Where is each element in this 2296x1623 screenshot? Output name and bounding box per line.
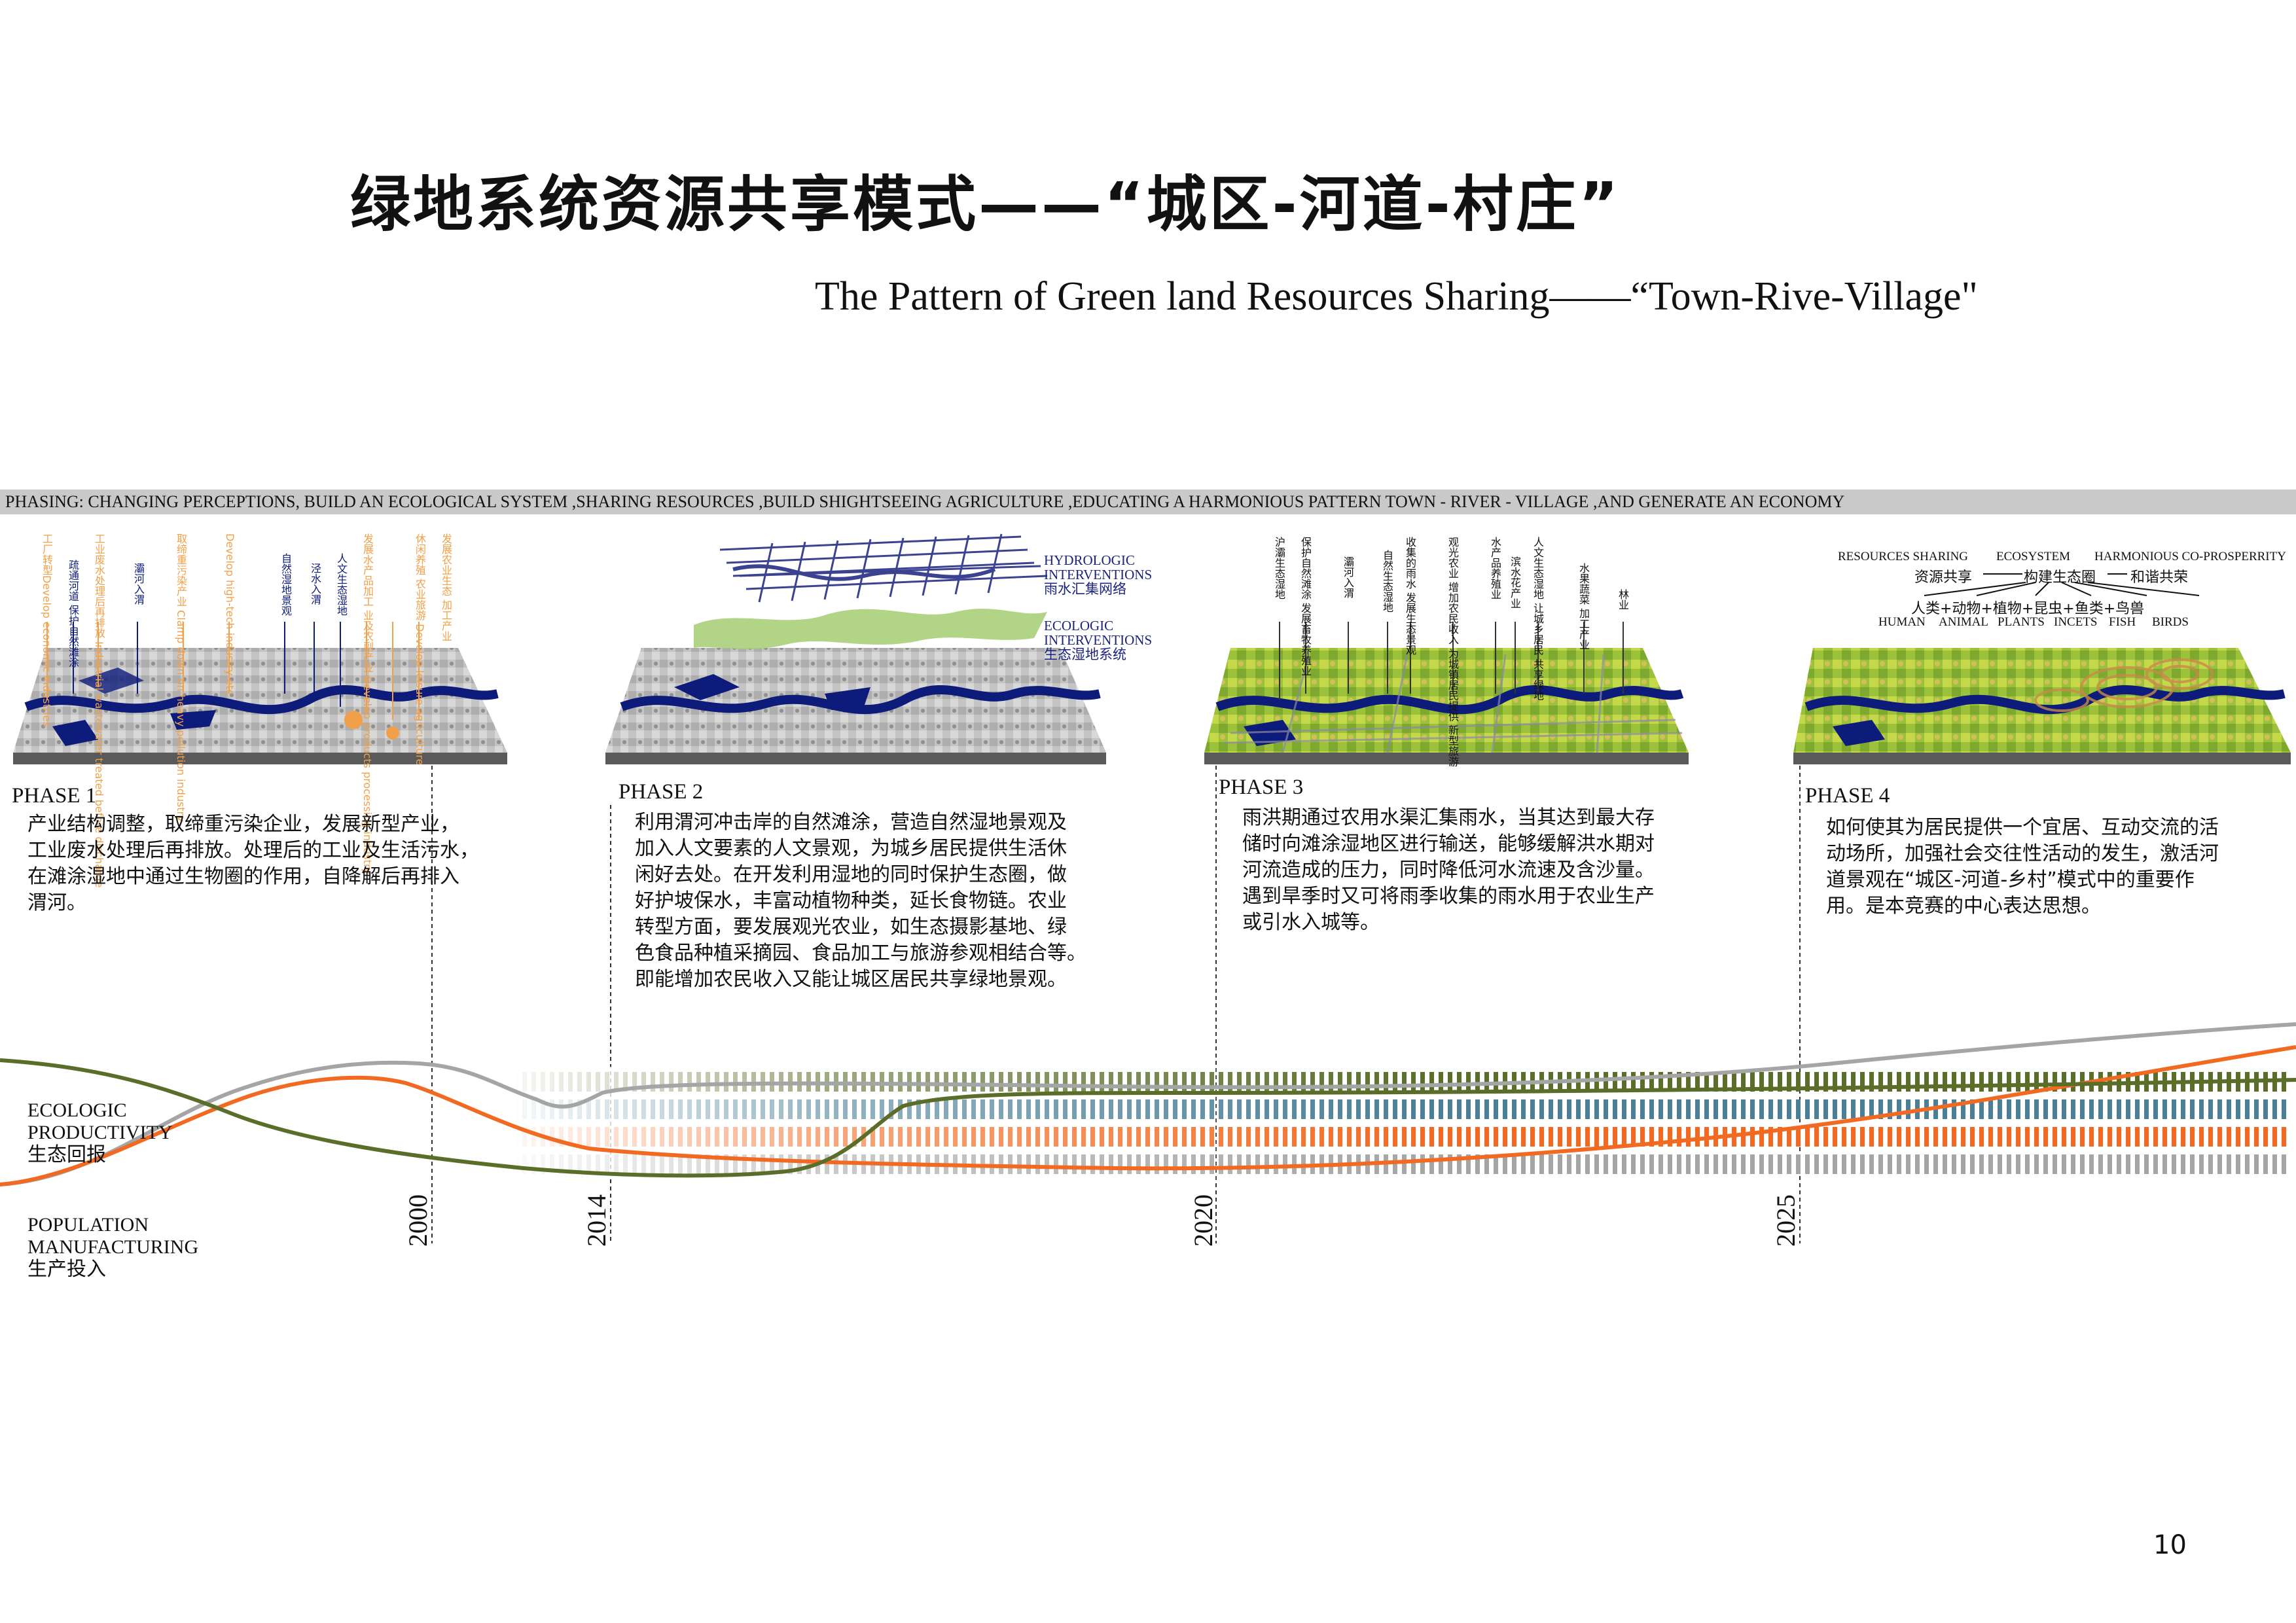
phase3-anno-7: 水产品养殖业: [1489, 537, 1501, 599]
phase3-anno-5: 收集的雨水 发展生态景观: [1404, 537, 1416, 656]
phase4-label-human: HUMAN: [1878, 615, 1926, 629]
curve-gray: [0, 1022, 2296, 1186]
phase1-line: 在滩涂湿地中通过生物圈的作用，自降解后再排入: [27, 865, 459, 888]
phase2-line: 利用渭河冲击岸的自然滩涂，营造自然湿地景观及: [635, 811, 1067, 834]
page-title-chinese: 绿地系统资源共享模式——“城区-河道-村庄”: [350, 169, 1621, 240]
phase1-anno-orange-3: 工业废水处理后再排放 Industrial wastewater treated…: [93, 533, 105, 888]
phase3-line: 储时向滩涂湿地区进行输送，能够缓解洪水期对: [1242, 832, 1655, 855]
phase2-map: [605, 533, 1106, 764]
phase1-line: 产业结构调整，取缔重污染企业，发展新型产业，: [27, 813, 459, 836]
phase4-label-ecosystem: ECOSYSTEM: [1996, 550, 2070, 563]
phase1-anno-orange-5: Develop high-tech industry etc.: [224, 533, 236, 699]
phase4-label-cn-1: 资源共享: [1914, 569, 1973, 586]
phase1-anno-blue-2: 自然湿地景观: [279, 553, 292, 616]
phase3-line: 雨洪期通过农用水渠汇集雨水，当其达到最大存: [1242, 806, 1655, 829]
phase3-anno-4: 自然生态湿地: [1381, 550, 1393, 613]
phase2-line: 转型方面，要发展观光农业，如生态摄影基地、绿: [635, 916, 1067, 938]
hydrologic-label-line2: INTERVENTIONS: [1044, 567, 1153, 582]
phase4-label: PHASE 4: [1805, 784, 1890, 808]
phase2-line: 即能增加农民收入又能让城区居民共享绿地景观。: [635, 968, 1067, 991]
phase3-line: 河流造成的压力，同时降低河水流速及含沙量。: [1242, 859, 1655, 882]
phase4-label-species-cn: 人类+动物+植物+昆虫+鱼类+鸟兽: [1911, 601, 2145, 617]
legend-population-line2: MANUFACTURING: [27, 1236, 199, 1258]
phase3-anno-10: 水果蔬菜 加工产业: [1577, 563, 1590, 651]
phase2-line: 加入人文要素的人文景观，为城乡居民提供生活休: [635, 837, 1067, 860]
phase1-anno-blue-3: 泾水入渭: [309, 563, 321, 605]
phase1-label: PHASE 1: [12, 784, 97, 808]
phase1-description: 产业结构调整，取缔重污染企业，发展新型产业， 工业废水处理后再排放。处理后的工业…: [27, 812, 538, 916]
phase4-line: 道景观在“城区-河道-乡村”模式中的重要作: [1826, 868, 2195, 891]
legend-ecologic-line2: PRODUCTIVITY: [27, 1122, 173, 1143]
legend-ecologic-cn: 生态回报: [27, 1143, 106, 1166]
phase4-label-harmonious: HARMONIOUS CO-PROSPERRITY: [2094, 550, 2286, 563]
phase4-label-incets: INCETS: [2054, 615, 2098, 629]
phase1-anno-orange-4: 取缔重污染产业 Clamp down on heavy pollution in…: [175, 533, 187, 822]
phase4-line: 如何使其为居民提供一个宜居、互动交流的活: [1826, 816, 2219, 839]
legend-population-line1: POPULATION: [27, 1214, 149, 1236]
phase3-line: 遇到旱季时又可将雨季收集的雨水用于农业生产: [1242, 885, 1655, 908]
phase1-map: [13, 648, 507, 764]
phase1-anno-orange-2: 疏通河道 保护自然滩涂: [67, 560, 79, 668]
phase4-label-resources-sharing: RESOURCES SHARING: [1838, 550, 1969, 563]
phase3-label: PHASE 3: [1219, 776, 1304, 799]
year-label-2014: 2014: [582, 1194, 611, 1247]
phase3-line: 或引水入城等。: [1242, 911, 1380, 934]
phase1-anno-blue-1: 灞河入渭: [132, 563, 145, 605]
page-title-english: The Pattern of Green land Resources Shar…: [815, 274, 1978, 319]
curve-orange: [0, 1045, 2296, 1186]
ecologic-label-cn: 生态湿地系统: [1044, 647, 1126, 662]
phase4-label-birds: BIRDS: [2152, 615, 2189, 629]
legend-population-cn: 生产投入: [27, 1258, 106, 1281]
phase3-anno-9: 人文生态湿地 让城乡居民 共享绿地: [1532, 537, 1544, 701]
phase1-leader-lines: [46, 622, 420, 720]
phase1-anno-orange-6: 发展水产品加工 业及农副产业 Develop products processi…: [361, 533, 374, 874]
phase1-anno-orange-7: 休闲养殖 农业旅游 Develop leisure agriculture: [414, 533, 426, 766]
page-number: 10: [2153, 1530, 2187, 1560]
phase2-line: 好护坡保水，丰富动植物种类，延长食物链。农业: [635, 889, 1067, 912]
phase3-anno-2: 保护自然滩涂 发展畜牧养殖业: [1299, 537, 1312, 677]
phase1-anno-blue-4: 人文生态湿地: [335, 553, 348, 616]
phasing-banner-text: PHASING: CHANGING PERCEPTIONS, BUILD AN …: [5, 492, 1845, 511]
phase2-label: PHASE 2: [619, 780, 704, 804]
phase4-label-fish: FISH: [2109, 615, 2136, 629]
phase3-description: 雨洪期通过农用水渠汇集雨水，当其达到最大存 储时向滩涂湿地区进行输送，能够缓解洪…: [1242, 805, 1740, 936]
phase1-anno-orange-8: 发展农业生态 加工产业: [440, 533, 452, 642]
phase3-anno-3: 灞河入渭: [1342, 556, 1354, 598]
phase4-label-animal: ANIMAL: [1939, 615, 1988, 629]
phase3-anno-1: 沪灞生态湿地: [1273, 537, 1285, 599]
year-label-2020: 2020: [1189, 1194, 1218, 1247]
phase3-anno-11: 林业: [1617, 589, 1629, 610]
phase4-label-cn-2: 构建生态圈: [2024, 569, 2096, 586]
phasing-banner: [0, 490, 2296, 514]
phase3-anno-6: 观光农业 增加农民收入 为城镇居民提供 新型旅游: [1446, 537, 1459, 767]
year-label-2000: 2000: [403, 1194, 433, 1247]
ecologic-label-line2: INTERVENTIONS: [1044, 632, 1153, 648]
phase4-description: 如何使其为居民提供一个宜居、互动交流的活 动场所，加强社会交往性活动的发生，激活…: [1826, 815, 2296, 919]
phase1-line: 工业废水处理后再排放。处理后的工业及生活污水，: [27, 839, 479, 862]
curve-green: [0, 1058, 2296, 1178]
phase3-leader-lines: [1279, 622, 1624, 700]
phase4-label-cn-3: 和谐共荣: [2130, 569, 2189, 586]
phase1-annotations: 工厂转型Develop economic industries 疏通河道 保护自…: [34, 533, 453, 887]
phase3-anno-8: 滨水花产业: [1509, 556, 1521, 609]
phase3-annotations: 沪灞生态湿地 保护自然滩涂 发展畜牧养殖业 灞河入渭 自然生态湿地 收集的雨水 …: [1270, 537, 1649, 766]
phase4-line: 用。是本竞赛的中心表达思想。: [1826, 895, 2101, 918]
hydrologic-label-line1: HYDROLOGIC: [1044, 552, 1135, 568]
phase4-map: [1793, 573, 2291, 764]
phase1-line: 渭河。: [27, 891, 86, 914]
phase2-line: 色食品种植采摘园、食品加工与旅游参观相结合等。: [635, 942, 1086, 965]
phase4-label-plants: PLANTS: [1998, 615, 2045, 629]
phase2-description: 利用渭河冲击岸的自然滩涂，营造自然湿地景观及 加入人文要素的人文景观，为城乡居民…: [635, 810, 1145, 993]
phase2-line: 闲好去处。在开发利用湿地的同时保护生态圈，做: [635, 863, 1067, 886]
legend-ecologic-line1: ECOLOGIC: [27, 1099, 127, 1121]
year-label-2025: 2025: [1771, 1194, 1801, 1247]
hydrologic-label-cn: 雨水汇集网络: [1044, 581, 1126, 597]
ecologic-label-line1: ECOLOGIC: [1044, 618, 1114, 633]
phase1-anno-orange-1: 工厂转型Develop economic industries: [41, 533, 53, 727]
phase3-map: [1204, 648, 1689, 764]
phase4-line: 动场所，加强社会交往性活动的发生，激活河: [1826, 842, 2219, 865]
